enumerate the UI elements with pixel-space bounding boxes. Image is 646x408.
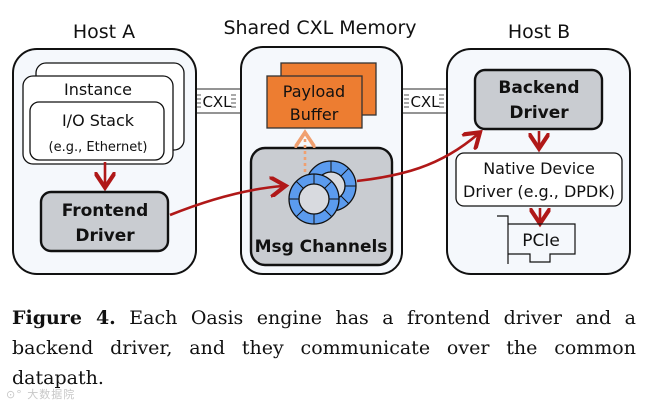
arrow-msg-channels-to-backend [356,134,478,183]
shared-memory-panel: Shared CXL Memory Payload Buffer [223,17,417,275]
payload-buffer-box [266,75,363,129]
frontend-driver-box [39,190,170,253]
frontend-driver-label-1: Frontend [62,201,149,221]
pcie-card-icon [497,215,576,264]
cxl-label-right: CXL [410,93,440,111]
io-stack-label: I/O Stack [62,111,135,130]
io-stack-box [29,101,165,161]
architecture-diagram: CXL CXL Host A Instance I/O Stack (e.g.,… [12,17,631,275]
msg-channels-label: Msg Channels [255,237,388,257]
host-b-panel: Host B Backend Driver Native Device Driv… [446,21,631,275]
arrow-frontend-to-msg-channels [169,186,283,217]
cxl-link-right: CXL [399,88,451,114]
watermark: ⊙° 大数据院 [6,388,76,401]
msg-ring-front [288,173,340,225]
frontend-driver-label-2: Driver [75,226,135,246]
backend-driver-box [473,68,604,131]
instance-label: Instance [64,80,132,99]
backend-driver-label-2: Driver [509,103,569,123]
pcie-label: PCIe [522,231,560,251]
io-stack-sublabel: (e.g., Ethernet) [49,140,148,155]
cxl-label-left: CXL [202,93,232,111]
cxl-link-left: CXL [193,88,245,114]
backend-driver-label-1: Backend [498,78,579,98]
host-a-panel: Host A Instance I/O Stack (e.g., Etherne… [12,21,197,275]
caption-text: Each Oasis engine has a frontend driver … [12,307,636,389]
figure-label: Figure 4. [12,307,116,329]
figure-caption: Figure 4. Each Oasis engine has a fronte… [12,303,636,393]
shared-memory-title: Shared CXL Memory [223,17,416,39]
host-a-title: Host A [73,21,135,43]
host-b-title: Host B [508,21,570,43]
native-driver-label-1: Native Device [483,159,595,178]
payload-buffer-label-2: Buffer [290,105,339,124]
native-driver-label-2: Driver (e.g., DPDK) [463,182,615,201]
native-driver-box [455,152,623,207]
payload-buffer-label-1: Payload [283,82,345,101]
